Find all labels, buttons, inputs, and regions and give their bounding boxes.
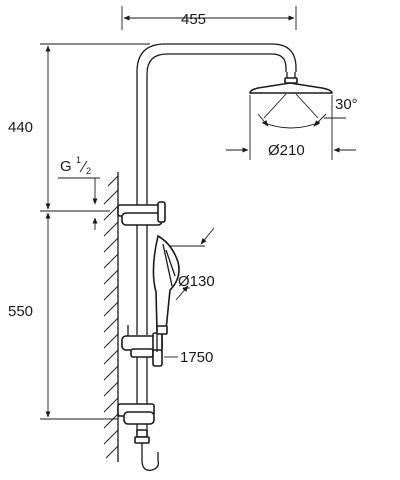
height-lower-label: 550 — [8, 303, 33, 320]
height-dimensions: 440 550 — [8, 43, 150, 420]
head-diameter-label: Ø210 — [268, 142, 305, 159]
diverter — [121, 325, 163, 367]
riser-pipe — [136, 43, 297, 404]
hose-dimension: 1750 — [164, 349, 213, 366]
wall — [103, 172, 119, 462]
thread-numerator: 1 — [76, 155, 81, 165]
lower-bracket — [117, 403, 155, 425]
inlet-connector — [134, 424, 160, 471]
width-dimension: 455 — [121, 6, 297, 30]
hose-length-label: 1750 — [180, 349, 213, 366]
hand-diameter-label: Ø130 — [178, 273, 215, 290]
height-upper-label: 440 — [8, 119, 33, 136]
upper-bracket — [117, 201, 166, 226]
head-diameter-dimension: Ø210 — [226, 95, 356, 160]
width-label: 455 — [181, 11, 206, 28]
hand-shower: Ø130 — [152, 227, 215, 352]
thread-letter: G — [60, 158, 72, 175]
angle-label: 30° — [335, 96, 358, 113]
shower-head: 30° — [249, 72, 358, 129]
thread-denominator: 2 — [86, 166, 91, 176]
thread-label: G 1 2 — [58, 155, 100, 230]
